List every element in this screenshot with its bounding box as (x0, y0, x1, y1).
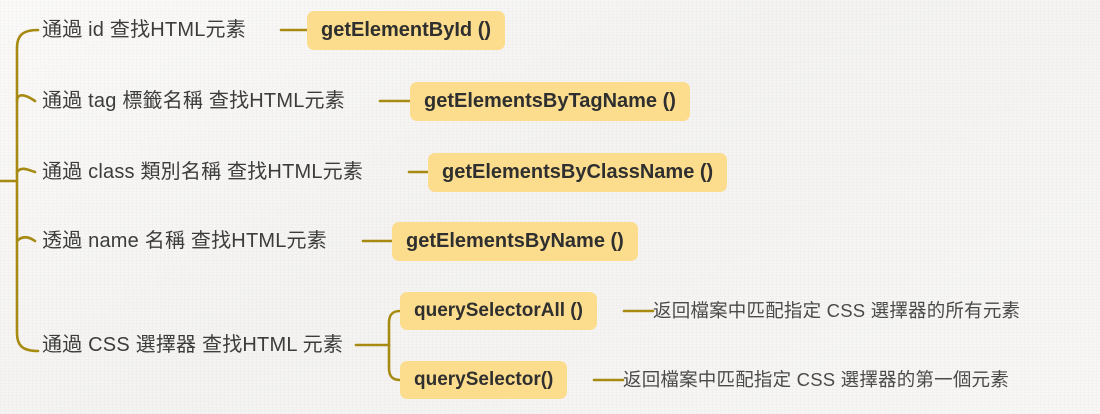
description-query-selector-all: 返回檔案中匹配指定 CSS 選擇器的所有元素 (653, 300, 1021, 321)
branch-tick-by-class (15, 167, 37, 174)
method-badge-query-selector-all[interactable]: querySelectorAll () (400, 292, 597, 330)
method-badge-get-elements-by-class-name[interactable]: getElementsByClassName () (428, 153, 728, 192)
method-badge-label: querySelectorAll () (400, 292, 597, 330)
branch-tick-by-tag (15, 94, 37, 103)
method-badge-label: getElementsByTagName () (410, 82, 690, 121)
method-badge-label: querySelector() (400, 361, 568, 399)
method-badge-get-element-by-id[interactable]: getElementById () (307, 11, 506, 50)
branch-label-by-css-selector: 通過 CSS 選擇器 查找HTML 元素 (42, 334, 344, 356)
method-badge-label: getElementsByName () (392, 222, 638, 261)
branch-label-by-class: 通過 class 類別名稱 查找HTML元素 (42, 161, 364, 183)
main-trunk-bracket (15, 28, 40, 353)
branch-label-by-name: 透過 name 名稱 查找HTML元素 (42, 230, 327, 252)
css-children-bracket (387, 309, 402, 382)
method-badge-get-elements-by-name[interactable]: getElementsByName () (392, 222, 638, 261)
method-badge-get-elements-by-tag-name[interactable]: getElementsByTagName () (410, 82, 690, 121)
method-badge-label: getElementsByClassName () (428, 153, 728, 192)
description-query-selector: 返回檔案中匹配指定 CSS 選擇器的第一個元素 (623, 369, 1009, 390)
branch-tick-by-name (15, 235, 37, 243)
branch-label-by-id: 通過 id 查找HTML元素 (42, 19, 246, 41)
branch-label-by-tag: 通過 tag 標籤名稱 查找HTML元素 (42, 90, 345, 112)
method-badge-label: getElementById () (307, 11, 506, 50)
method-badge-query-selector[interactable]: querySelector() (400, 361, 568, 399)
